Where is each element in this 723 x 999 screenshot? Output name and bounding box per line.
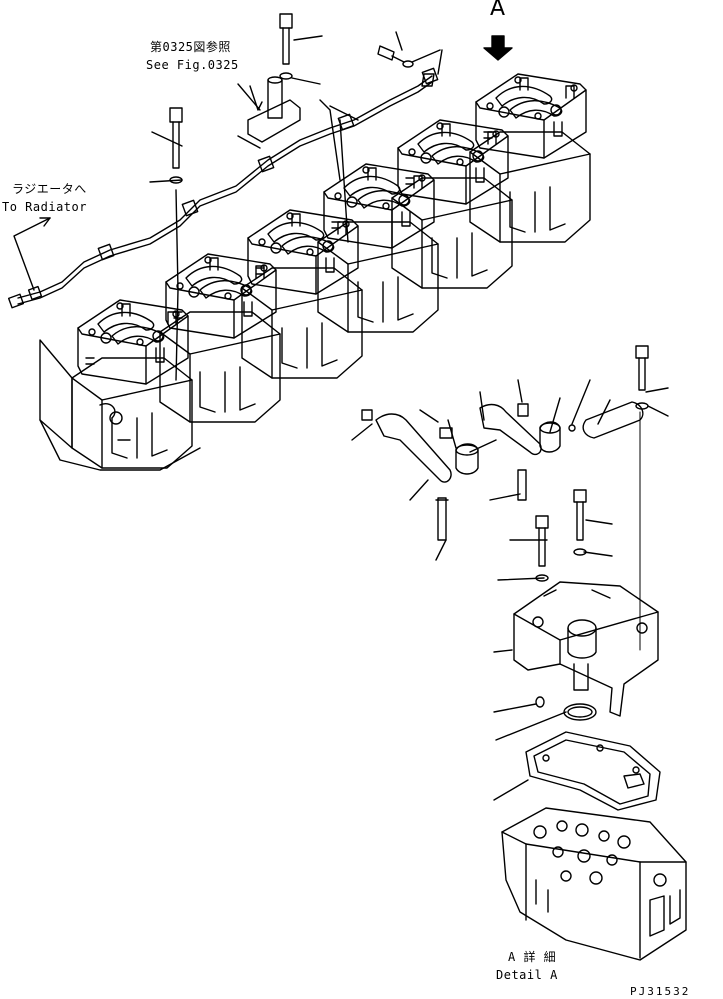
see-fig-label-jp: 第0325図参照 xyxy=(150,40,231,54)
radiator-label-en: To Radiator xyxy=(2,200,87,214)
detail-label-jp: A 詳 細 xyxy=(508,950,557,964)
radiator-label-jp: ラジエータへ xyxy=(12,182,87,196)
detail-label-en: Detail A xyxy=(496,968,558,982)
view-arrow-label: A xyxy=(490,0,506,21)
drawing-code: PJ31532 xyxy=(630,985,691,998)
see-fig-label-en: See Fig.0325 xyxy=(146,58,239,72)
